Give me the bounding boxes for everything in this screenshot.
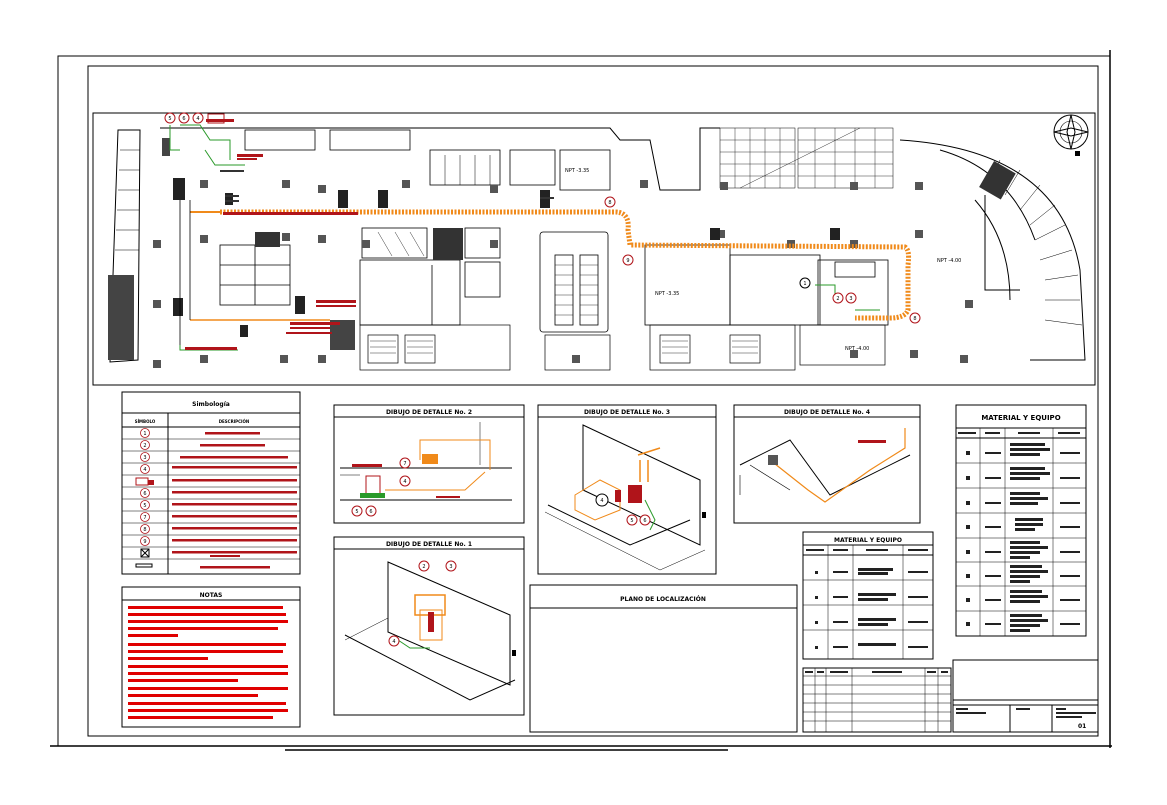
detail-3-title: DIBUJO DE DETALLE No. 3: [584, 409, 670, 416]
level-label-1: NPT -3.35: [565, 168, 589, 174]
detail-1-title: DIBUJO DE DETALLE No. 1: [386, 541, 472, 548]
svg-text:4: 4: [403, 479, 406, 485]
level-label-2: NPT -3.35: [655, 291, 679, 297]
detail-4-title: DIBUJO DE DETALLE No. 4: [784, 409, 870, 416]
svg-text:4: 4: [196, 116, 199, 122]
legend-col-description: DESCRIPCIÓN: [219, 419, 250, 424]
svg-text:6: 6: [369, 509, 372, 515]
svg-text:8: 8: [143, 527, 146, 533]
material-main-title: MATERIAL Y EQUIPO: [981, 414, 1060, 422]
revision-table: [802, 667, 952, 733]
notes-title: NOTAS: [200, 592, 223, 599]
title-block: 01: [952, 659, 1099, 733]
svg-text:5: 5: [630, 518, 633, 524]
svg-text:4: 4: [600, 498, 603, 504]
detail-3-panel: DIBUJO DE DETALLE No. 3 4 5 6: [537, 404, 717, 575]
detail-2-title: DIBUJO DE DETALLE No. 2: [386, 409, 472, 416]
level-label-3: NPT -4.00: [937, 258, 961, 264]
svg-text:3: 3: [449, 564, 452, 570]
svg-text:2: 2: [836, 296, 839, 302]
svg-text:6: 6: [643, 518, 646, 524]
material-table-main: MATERIAL Y EQUIPO: [955, 404, 1087, 637]
location-plan-panel: PLANO DE LOCALIZACIÓN: [529, 584, 798, 733]
svg-text:3: 3: [143, 455, 146, 461]
svg-text:8: 8: [608, 200, 611, 206]
location-plan-title: PLANO DE LOCALIZACIÓN: [620, 596, 706, 603]
legend-table: Simbología SÍMBOLO DESCRIPCIÓN 12 34 65 …: [121, 391, 301, 575]
legend-title: Simbología: [192, 401, 230, 408]
svg-text:1: 1: [803, 281, 806, 287]
inner-border: [87, 65, 1099, 737]
structural-columns: [153, 180, 973, 368]
legend-col-symbol: SÍMBOLO: [135, 419, 156, 424]
floor-plan: NPT -3.35 NPT -3.35 NPT -4.00 NPT -4.00 …: [92, 112, 1096, 386]
green-wiring: [169, 124, 880, 351]
level-label-4: NPT -4.00: [845, 346, 869, 352]
svg-text:6: 6: [182, 116, 185, 122]
svg-text:4: 4: [143, 467, 146, 473]
svg-text:7: 7: [143, 515, 146, 521]
svg-text:5: 5: [355, 509, 358, 515]
notes-box: NOTAS: [121, 586, 301, 728]
svg-text:1: 1: [143, 431, 146, 437]
svg-text:9: 9: [143, 539, 146, 545]
plan-annotations: [185, 119, 358, 350]
material-table-small: MATERIAL Y EQUIPO: [802, 531, 934, 660]
svg-text:2: 2: [422, 564, 425, 570]
svg-text:9: 9: [626, 258, 629, 264]
sheet-number: 01: [1078, 723, 1086, 730]
detail-4-panel: DIBUJO DE DETALLE No. 4: [733, 404, 921, 524]
svg-text:5: 5: [168, 116, 171, 122]
svg-text:4: 4: [392, 639, 395, 645]
svg-text:5: 5: [143, 503, 146, 509]
svg-text:8: 8: [913, 316, 916, 322]
svg-text:6: 6: [143, 491, 146, 497]
svg-text:3: 3: [849, 296, 852, 302]
north-arrow-icon: [1053, 114, 1089, 156]
material-small-title: MATERIAL Y EQUIPO: [834, 537, 902, 544]
detail-2-panel: DIBUJO DE DETALLE No. 2 7 4 5 6: [333, 404, 525, 524]
detail-1-panel: DIBUJO DE DETALLE No. 1 2 3 4: [333, 536, 525, 716]
plan-tags: 5 6 4 8 9 1 2 3 8: [164, 112, 921, 324]
orange-conduit-route: [190, 209, 912, 321]
svg-text:7: 7: [403, 461, 406, 467]
svg-text:2: 2: [143, 443, 146, 449]
